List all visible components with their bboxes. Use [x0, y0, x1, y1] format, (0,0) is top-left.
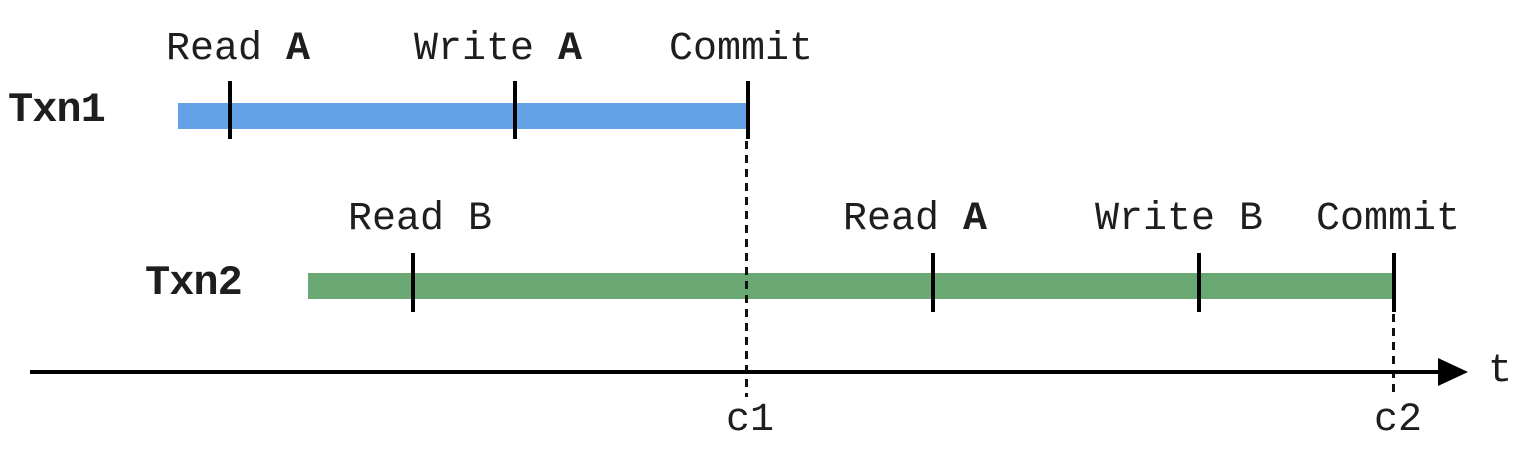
txn2-write-b-tick: [1197, 253, 1201, 312]
c1-label: c1: [725, 398, 775, 443]
event-text: Write B: [1094, 197, 1264, 242]
txn1-commit-label: Commit: [669, 30, 813, 70]
txn2-commit-label: Commit: [1316, 200, 1460, 240]
txn1-read-a-tick: [228, 81, 232, 139]
event-text: Commit: [668, 27, 814, 72]
event-text: Write: [413, 27, 559, 72]
time-axis-arrowhead-icon: [1438, 358, 1468, 386]
txn2-read-b-label: Read B: [348, 200, 492, 240]
time-axis-line: [30, 370, 1442, 374]
txn2-read-b-tick: [411, 253, 415, 312]
txn2-read-a-tick: [931, 253, 935, 312]
txn1-write-a-label: Write A: [414, 30, 582, 70]
time-axis-label: t: [1488, 349, 1513, 394]
c2-label: c2: [1373, 398, 1423, 443]
c1-dashed-line: [745, 141, 748, 397]
txn1-read-a-label: Read A: [166, 30, 310, 70]
c2-dashed-line: [1392, 314, 1395, 398]
event-text: Commit: [1315, 197, 1461, 242]
txn1-bar: [178, 103, 748, 129]
txn2-read-a-label: Read A: [843, 200, 987, 240]
txn2-commit-tick: [1392, 253, 1396, 312]
event-text: Read B: [347, 197, 493, 242]
txn1-label: Txn1: [8, 86, 106, 134]
txn2-write-b-label: Write B: [1095, 200, 1263, 240]
txn1-write-a-tick: [513, 81, 517, 139]
event-text: Read: [842, 197, 964, 242]
txn2-label: Txn2: [145, 259, 243, 307]
event-object: A: [963, 197, 988, 242]
txn1-commit-tick: [746, 81, 750, 139]
event-object: A: [558, 27, 583, 72]
event-object: A: [286, 27, 311, 72]
txn2-bar: [308, 273, 1394, 299]
event-text: Read: [165, 27, 287, 72]
